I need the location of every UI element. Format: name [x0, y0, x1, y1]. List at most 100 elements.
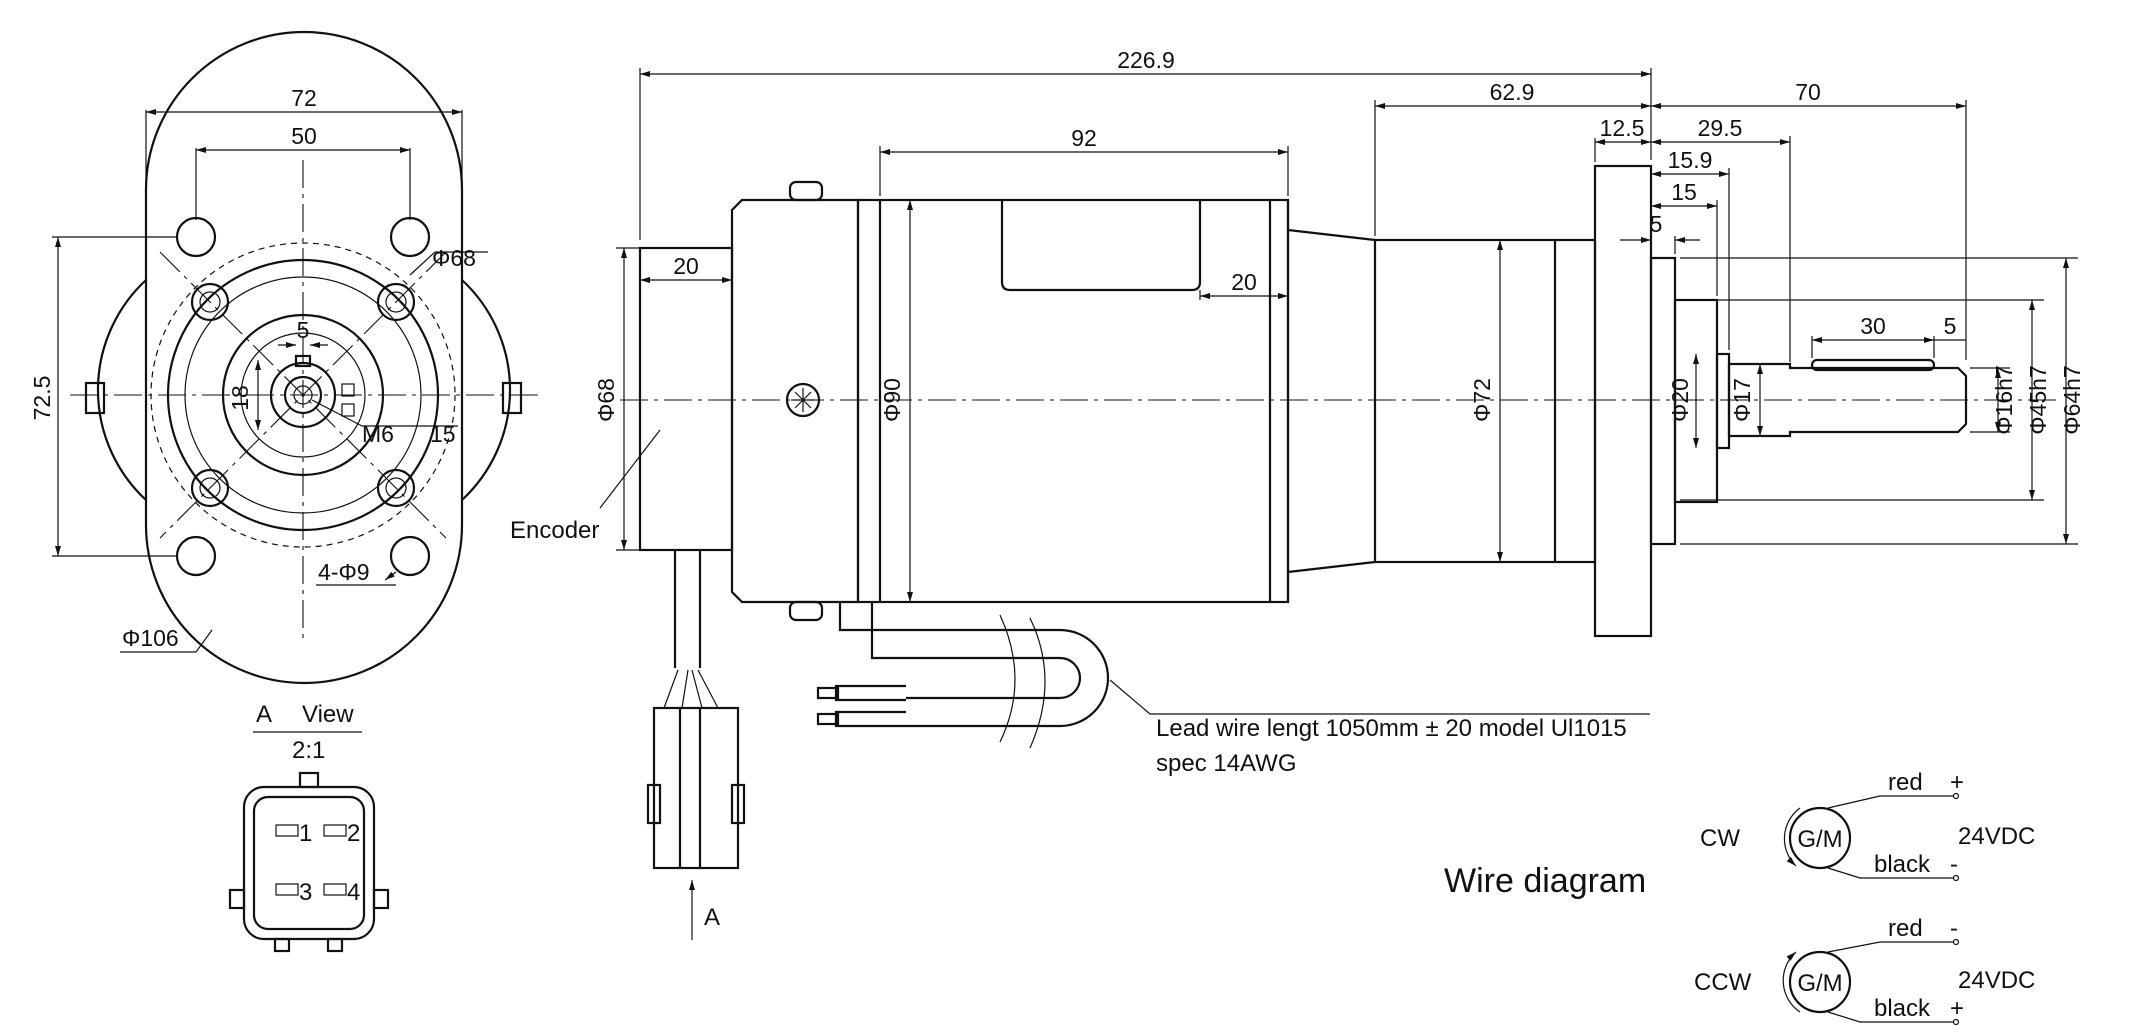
dim-motor-dia: Φ90 — [879, 378, 905, 422]
dim-overall-length: 226.9 — [1117, 47, 1175, 73]
ccw-top-wire: red — [1888, 915, 1923, 942]
dim-gearbox-dia: Φ72 — [1469, 378, 1495, 422]
front-flange-arc-right — [461, 279, 512, 501]
cw-top-wire: red — [1888, 769, 1923, 796]
cw-bottom-sign: - — [1950, 851, 1958, 878]
motor-body — [856, 198, 1290, 604]
wire-diagram-ccw: CCW G/M red - black + 24VDC — [1694, 915, 2035, 1026]
dim-pilot-dia: Φ45h7 — [2025, 365, 2051, 435]
front-dim-holes: 4-Φ9 — [318, 559, 370, 585]
front-mount-holes — [190, 282, 416, 508]
front-dim-15: 15 — [430, 421, 456, 447]
dim-cap-length: 20 — [1231, 269, 1257, 295]
lead-wire-spec-2: spec 14AWG — [1156, 750, 1297, 777]
star-screw — [785, 382, 821, 418]
connector-pin-4-slot — [323, 883, 347, 896]
cap-screw-top — [788, 180, 824, 202]
dim-5-flange: 5 — [1650, 211, 1663, 237]
connector-pin-1-slot — [275, 824, 299, 837]
front-terminal-2 — [341, 403, 355, 417]
connector-pin-4: 4 — [347, 879, 360, 906]
connector-ear-right — [372, 888, 390, 910]
connector-pin-2-slot — [323, 824, 347, 837]
cw-bottom-wire: black — [1874, 851, 1931, 878]
connector-foot-right — [326, 937, 344, 953]
connector-view-letter: A — [256, 701, 272, 728]
ccw-voltage: 24VDC — [1958, 967, 2035, 994]
dim-encoder-length: 20 — [673, 253, 699, 279]
lead-wire-ends — [834, 684, 906, 728]
cw-rotation-arrow — [1783, 807, 1801, 867]
connector-inner — [252, 795, 366, 931]
front-shaft — [283, 375, 323, 415]
connector-foot-left — [273, 937, 291, 953]
dim-15-9: 15.9 — [1668, 147, 1713, 173]
front-flange-outline — [144, 30, 464, 685]
lead-wire-spec-1: Lead wire lengt 1050mm ± 20 model Ul1015 — [1156, 715, 1627, 742]
front-stud-left — [84, 381, 106, 415]
ccw-motor-circle — [1788, 950, 1852, 1014]
connector-latch — [298, 771, 320, 789]
dim-flange-thickness: 12.5 — [1600, 115, 1645, 141]
connector-pin-3-slot — [275, 883, 299, 896]
encoder-label: Encoder — [510, 517, 599, 544]
brush-cover — [1000, 200, 1202, 292]
front-dim-72: 72 — [291, 85, 317, 111]
ccw-motor-label: G/M — [1797, 970, 1842, 997]
cap-screw-bottom — [788, 600, 824, 622]
encoder-connector — [652, 706, 740, 870]
front-dim-72-5: 72.5 — [29, 376, 55, 421]
dim-neck-dia: Φ17 — [1729, 378, 1755, 422]
dim-15: 15 — [1671, 179, 1697, 205]
cw-voltage: 24VDC — [1958, 823, 2035, 850]
encoder-body — [638, 246, 734, 552]
ccw-top-sign: - — [1950, 915, 1958, 942]
front-dim-m6: M6 — [362, 421, 394, 447]
star-screw-cross — [791, 388, 815, 412]
front-view: 72 50 72.5 Φ68 5 18 M6 15 4-Φ9 Φ106 — [29, 30, 540, 685]
cw-label: CW — [1700, 825, 1740, 852]
front-flange-arc-left — [96, 279, 147, 501]
ccw-label: CCW — [1694, 969, 1752, 996]
connector-ear-left — [228, 888, 246, 910]
connector-pin-1: 1 — [299, 820, 312, 847]
ccw-bottom-sign: + — [1950, 995, 1964, 1022]
front-dim-key5: 5 — [297, 317, 310, 343]
lead-wire-loop-inner — [870, 602, 1082, 700]
output-shaft — [1727, 362, 1968, 438]
front-terminal-1 — [341, 383, 355, 397]
dim-key-length: 30 — [1860, 313, 1886, 339]
wire-diagram-title: Wire diagram — [1444, 862, 1646, 900]
dim-encoder-dia: Φ68 — [593, 378, 619, 422]
dim-shaft-length: 70 — [1795, 79, 1821, 105]
output-flange — [1593, 164, 1653, 638]
dim-shaft-dia: Φ16h7 — [1991, 365, 2017, 435]
cw-motor-circle — [1788, 806, 1852, 870]
connector-outer — [242, 785, 376, 941]
cw-top-sign: + — [1950, 769, 1964, 796]
motor-end-cap — [730, 198, 860, 604]
front-dim-50: 50 — [291, 123, 317, 149]
lead-wire-loop — [838, 602, 1110, 728]
cw-motor-label: G/M — [1797, 826, 1842, 853]
view-arrow-label: A — [704, 904, 720, 931]
connector-pin-3: 3 — [299, 879, 312, 906]
dim-key-offset: 5 — [1944, 313, 1957, 339]
connector-view: A View 2:1 1 2 3 4 — [228, 701, 390, 953]
front-dim-18: 18 — [227, 385, 253, 411]
shaft-key — [1810, 358, 1936, 372]
encoder-cable — [673, 550, 702, 668]
front-dim-phi68: Φ68 — [432, 245, 476, 271]
ccw-bottom-wire: black — [1874, 995, 1931, 1022]
ccw-rotation-arrow — [1782, 951, 1801, 1013]
front-stud-right — [501, 381, 523, 415]
dim-flange-dia: Φ64h7 — [2059, 365, 2085, 435]
dim-gearbox-length: 62.9 — [1490, 79, 1535, 105]
front-gear-ring-inner — [240, 332, 366, 458]
side-view: A Lead wire lengt 1050mm ± 20 model Ul10… — [510, 47, 2085, 940]
connector-view-scale: 2:1 — [292, 737, 325, 764]
connector-pin-2: 2 — [347, 820, 360, 847]
wire-diagram: Wire diagram CW G/M red + black - 24VDC … — [1444, 769, 2035, 1026]
lead-wire-break — [999, 614, 1016, 743]
